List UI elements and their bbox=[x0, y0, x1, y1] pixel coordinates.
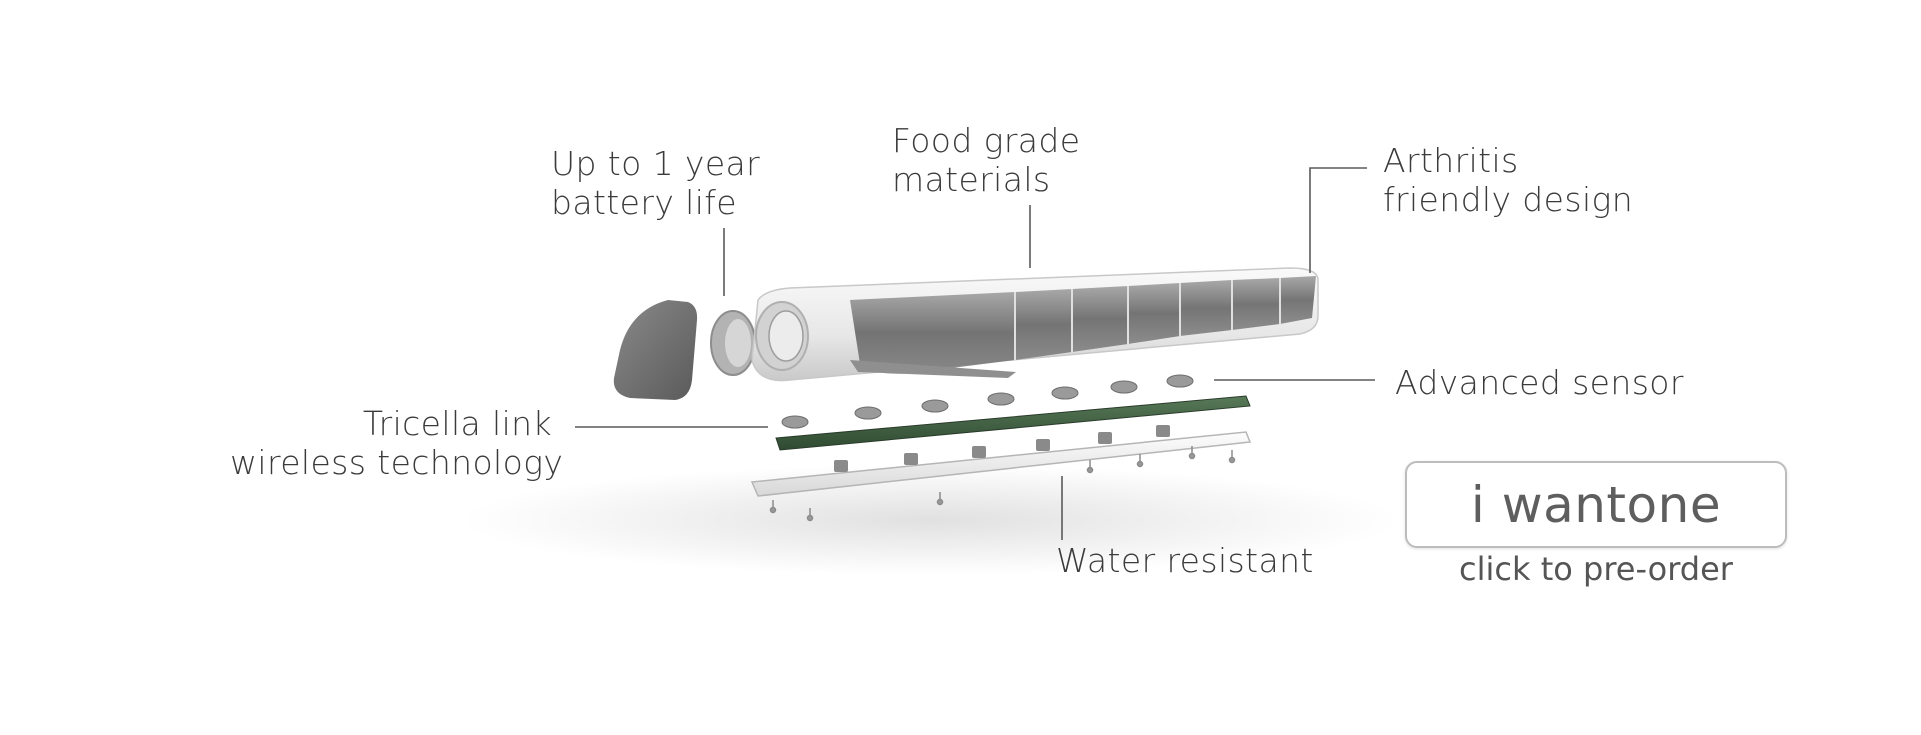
feature-label-battery: Up to 1 year battery life bbox=[551, 144, 761, 222]
base-studs bbox=[834, 425, 1170, 472]
sensor-dots bbox=[781, 374, 1194, 429]
screws bbox=[769, 446, 1236, 522]
leader-arthritis bbox=[1309, 167, 1367, 273]
preorder-button[interactable]: i wantone bbox=[1405, 461, 1787, 548]
feature-label-sensor: Advanced sensor bbox=[1395, 363, 1684, 402]
feature-label-arthritis: Arthritis friendly design bbox=[1383, 141, 1634, 219]
leader-lines bbox=[575, 167, 1375, 540]
feature-label-wireless: Tricella link wireless technology bbox=[230, 404, 564, 482]
feature-label-food-grade: Food grade materials bbox=[892, 121, 1081, 199]
preorder-subtext[interactable]: click to pre-order bbox=[1459, 550, 1733, 588]
base-plate bbox=[750, 431, 1252, 497]
preorder-button-label: i wantone bbox=[1470, 475, 1722, 534]
feature-label-water: Water resistant bbox=[1056, 541, 1314, 580]
end-cap bbox=[613, 300, 698, 400]
pcb-board bbox=[775, 395, 1251, 451]
floor-shadow bbox=[460, 465, 1400, 575]
compartments bbox=[850, 276, 1316, 378]
